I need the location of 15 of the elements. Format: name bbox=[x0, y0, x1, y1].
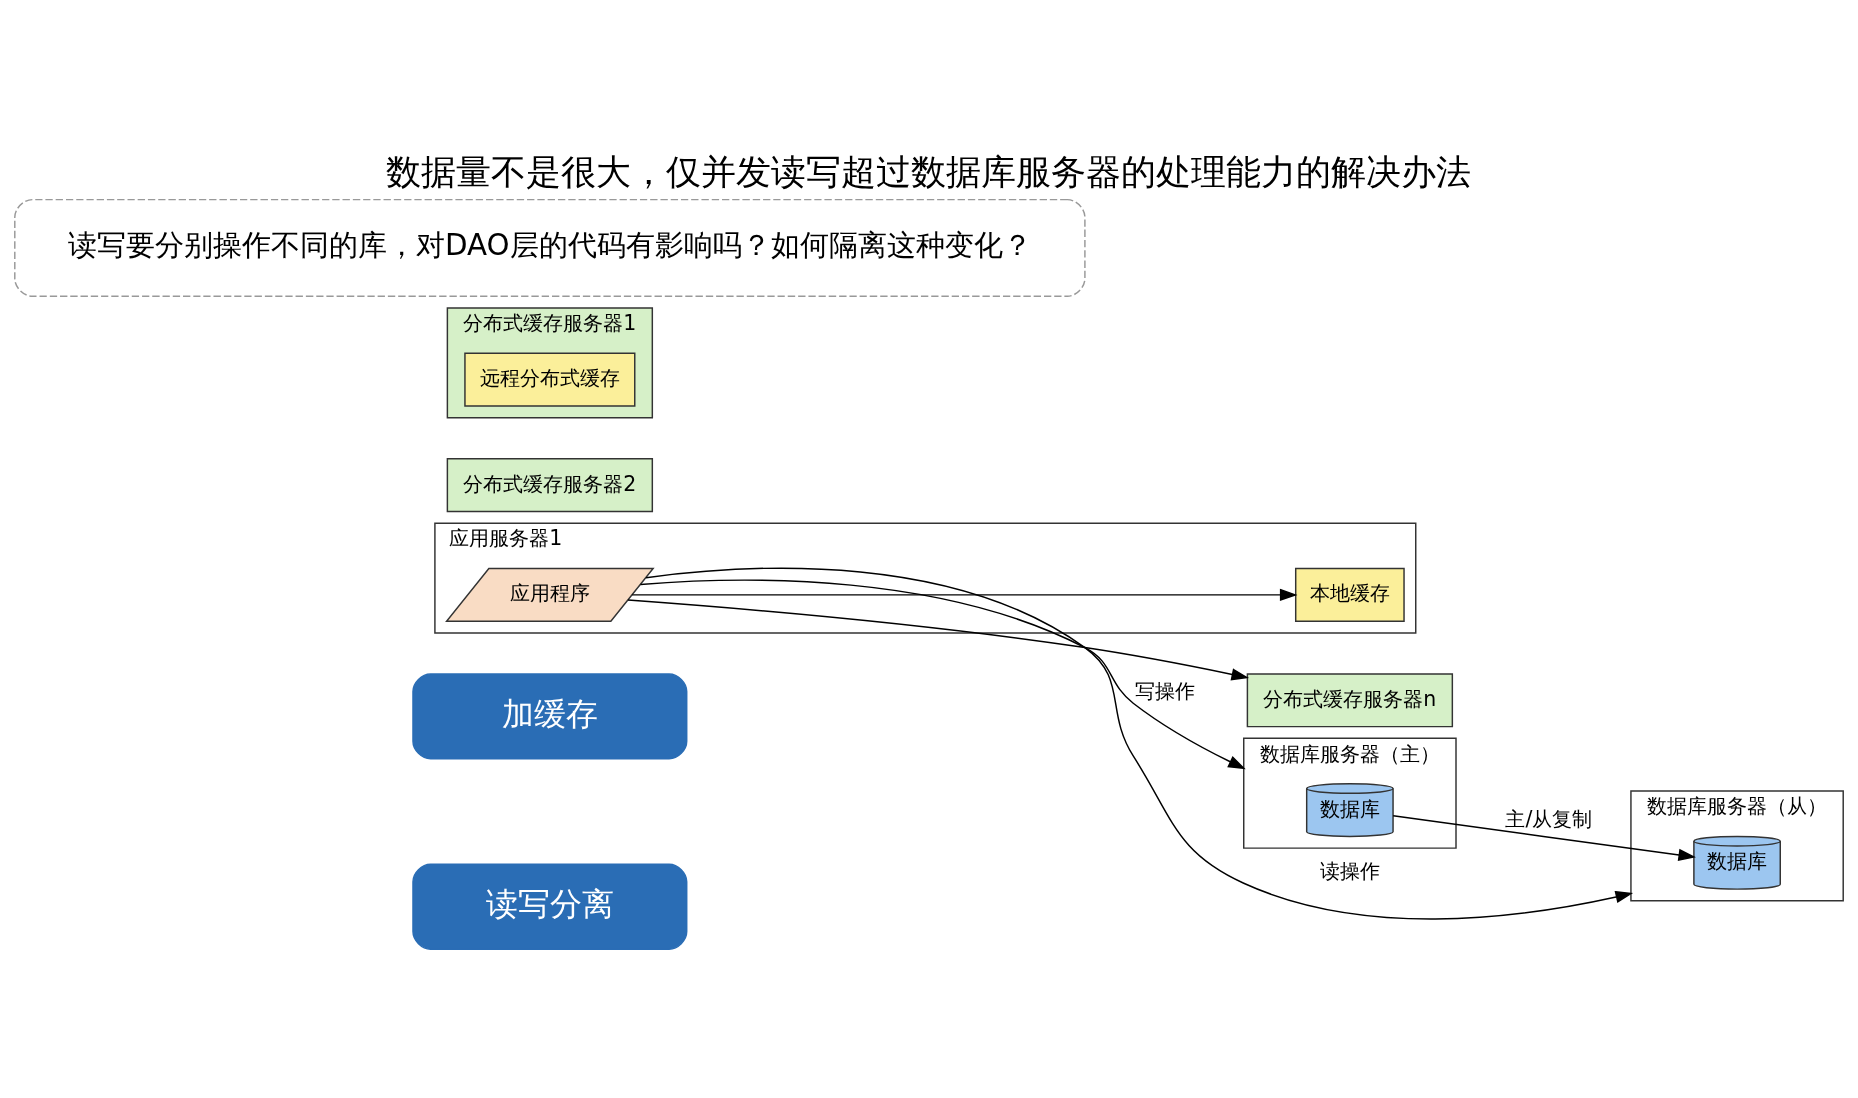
arrow bbox=[1392, 814, 1696, 861]
arrow bbox=[627, 598, 1249, 680]
arrow bbox=[639, 579, 1246, 769]
node-box: 分布式缓存服务器2 bbox=[446, 457, 654, 512]
node-box: 本地缓存 bbox=[1295, 567, 1405, 622]
edge-label: 主/从复制 bbox=[1505, 806, 1593, 831]
node-box: 读写分离 bbox=[412, 863, 688, 950]
edge-label: 读操作 bbox=[1319, 858, 1380, 883]
node-box: 远程分布式缓存 bbox=[464, 352, 636, 407]
edge-label: 写操作 bbox=[1134, 678, 1195, 703]
node-box: 读写要分别操作不同的库，对DAO层的代码有影响吗？如何隔离这种变化？ bbox=[14, 198, 1086, 297]
diagram-title: 数据量不是很大，仅并发读写超过数据库服务器的处理能力的解决办法 bbox=[386, 150, 1472, 192]
arrow bbox=[631, 588, 1298, 601]
node-box: 加缓存 bbox=[412, 672, 688, 760]
node-box: 分布式缓存服务器n bbox=[1246, 672, 1454, 727]
